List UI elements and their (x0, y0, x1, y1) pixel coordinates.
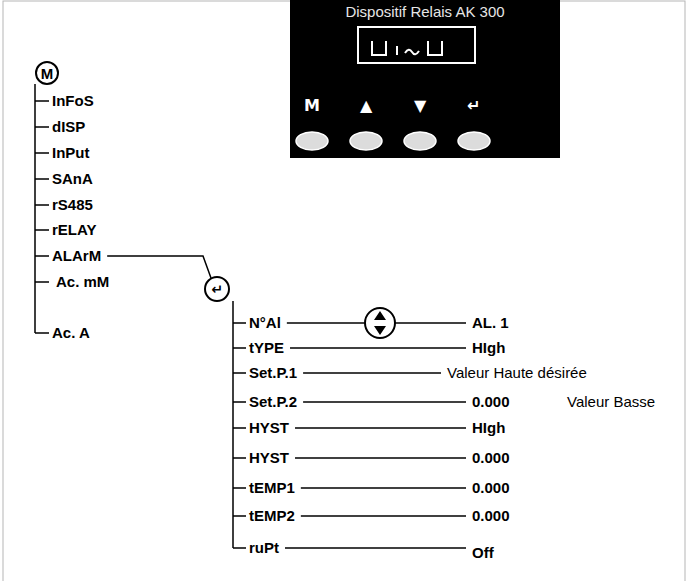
menu-item: rELAY (52, 221, 96, 238)
button (296, 132, 328, 150)
leader-line (395, 322, 466, 324)
button-label: ▲ (360, 97, 372, 115)
menu-item: Ac. mM (56, 273, 109, 290)
menu-item: HYST (249, 419, 289, 436)
button-label: ↵ (467, 97, 480, 115)
button (350, 132, 382, 150)
menu-tree (35, 84, 49, 333)
leader-line (295, 457, 466, 459)
button-label: ▼ (414, 97, 426, 115)
enter-circle: ↵ (204, 276, 230, 302)
display-window (358, 27, 475, 63)
up-down-arrows (374, 311, 386, 335)
menu-item: AL. 1 (472, 314, 509, 331)
note: Valeur Haute désirée (447, 364, 587, 381)
menu-item: rS485 (52, 196, 93, 213)
display-segments (372, 41, 442, 55)
menu-item: 0.000 (472, 479, 510, 496)
node-text: Dispositif Relais AK 300 (345, 3, 504, 20)
node-text: ↵ (211, 282, 223, 296)
menu-item: 0.000 (472, 449, 510, 466)
menu-item: InPut (52, 144, 90, 161)
device-panel (290, 0, 560, 158)
menu-item: N°Al (249, 314, 281, 331)
leader-line (287, 322, 365, 324)
note: Valeur Basse (567, 393, 655, 410)
menu-item: ruPt (249, 539, 279, 556)
menu-item: HIgh (472, 419, 505, 436)
menu-item: 0.000 (472, 393, 510, 410)
leader-line (290, 347, 466, 349)
leader-line (285, 547, 466, 549)
menu-circle: M (35, 61, 59, 85)
button (458, 132, 490, 150)
leader-line (301, 515, 466, 517)
submenu-tree (233, 301, 246, 548)
leader-line (107, 256, 211, 278)
leader-line (303, 401, 466, 403)
frame (3, 1, 685, 581)
button-label: M (304, 97, 320, 115)
menu-item: Set.P.1 (249, 364, 297, 381)
menu-item: tYPE (249, 339, 284, 356)
node-text: M (41, 66, 54, 81)
button (404, 132, 436, 150)
leader-line (301, 487, 466, 489)
device-title-area: Dispositif Relais AK 300 (290, 0, 560, 158)
menu-item: Set.P.2 (249, 393, 297, 410)
menu-item: ALArM (52, 247, 101, 264)
menu-item: dISP (52, 118, 85, 135)
leader-line (303, 372, 441, 374)
menu-item: SAnA (52, 170, 93, 187)
menu-item: HIgh (472, 339, 505, 356)
menu-item: 0.000 (472, 507, 510, 524)
menu-item: tEMP2 (249, 507, 295, 524)
menu-item: Ac. A (52, 324, 90, 341)
menu-item: Off (472, 544, 494, 561)
leader-line (295, 427, 466, 429)
up-down-symbol (365, 308, 395, 338)
menu-item: HYST (249, 449, 289, 466)
menu-item: tEMP1 (249, 479, 295, 496)
menu-item: InFoS (52, 92, 94, 109)
